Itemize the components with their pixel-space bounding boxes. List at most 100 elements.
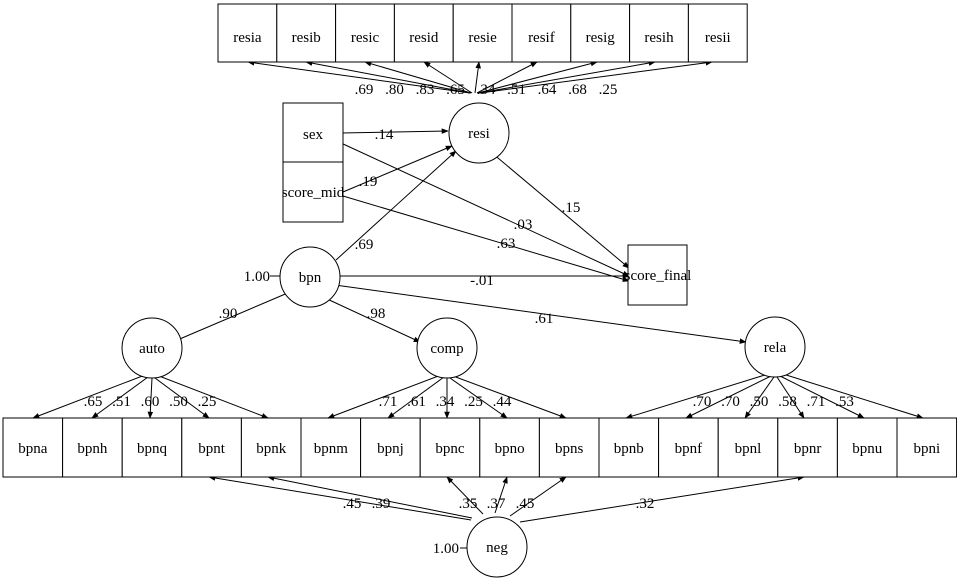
loading-auto-bpnk: .25: [198, 394, 217, 410]
sex-label: sex: [303, 127, 323, 143]
indicator-box-resid: [393, 3, 454, 63]
path-resi-resig: [477, 60, 598, 94]
indicator-label-bpnc: bpnc: [435, 441, 465, 457]
indicator-label-bpns: bpns: [555, 441, 584, 457]
bpn-variance-label: 1.00: [244, 269, 270, 285]
loading-resi-resid: .65: [446, 82, 465, 98]
path-resi-score-final: [491, 152, 630, 269]
path-rela-bpni: [782, 373, 924, 419]
score-final-label: score_final: [625, 268, 692, 284]
indicator-box-bpns: [538, 417, 600, 478]
path-resi-resic: [364, 61, 472, 94]
path-resi-resid: [423, 61, 473, 94]
indicator-box-bpnr: [777, 417, 838, 478]
loading-rela-bpnf: .70: [721, 394, 740, 410]
sex-box: [282, 102, 344, 163]
indicator-label-bpnq: bpnq: [137, 441, 168, 457]
indicator-label-bpni: bpni: [913, 441, 940, 457]
indicator-box-bpnl: [717, 417, 779, 478]
indicator-label-resii: resii: [705, 30, 731, 46]
loading-auto-bpnq: .60: [141, 394, 160, 410]
coef-score-mid-resi: .19: [359, 174, 378, 190]
loading-neg-bpnk: .39: [372, 496, 391, 512]
path-comp-bpns: [452, 375, 567, 419]
loading-comp-bpnm: .71: [379, 394, 398, 410]
indicator-label-bpnt: bpnt: [198, 441, 226, 457]
path-resi-resib: [305, 60, 471, 94]
indicator-box-resib: [276, 3, 337, 63]
indicator-label-resid: resid: [409, 30, 439, 46]
coef-bpn-resi: .69: [355, 237, 374, 253]
path-arrows: [32, 60, 924, 549]
path-resi-resia: [247, 60, 471, 94]
path-rela-bpnb: [625, 373, 769, 419]
indicator-label-resif: resif: [528, 30, 555, 46]
indicator-box-resie: [452, 3, 513, 63]
path-neg-bpnt: [208, 475, 472, 521]
loading-resi-resif: .51: [507, 82, 526, 98]
coef-bpn-rela: .61: [535, 311, 554, 327]
indicator-box-resia: [217, 3, 278, 63]
comp-label: comp: [430, 341, 463, 357]
indicator-label-bpno: bpno: [495, 441, 525, 457]
indicator-label-bpnj: bpnj: [377, 441, 404, 457]
loading-resi-resib: .80: [385, 82, 404, 98]
indicator-box-bpnm: [300, 417, 362, 478]
path-resi-resie: [474, 61, 481, 94]
indicator-box-bpnj: [360, 417, 421, 478]
indicator-label-resie: resie: [468, 30, 497, 46]
path-auto-bpnk: [158, 375, 269, 419]
indicator-box-bpnh: [62, 417, 123, 478]
indicator-label-resia: resia: [233, 30, 262, 46]
neg-loading-labels: .45.39.35.37.45.32: [343, 496, 655, 512]
neg-label: neg: [486, 540, 508, 556]
auto-node: [121, 317, 183, 379]
path-comp-bpno: [449, 377, 508, 419]
coef-score-mid-score-final: .63: [497, 236, 516, 252]
loading-neg-bpnt: .45: [343, 496, 362, 512]
loading-neg-bpnc: .35: [459, 496, 478, 512]
indicator-box-bpno: [479, 417, 540, 478]
rela-label: rela: [764, 340, 787, 356]
path-bpn-resi: [335, 150, 457, 261]
path-sex-score-final: [340, 142, 630, 277]
indicator-box-bpnt: [181, 417, 242, 478]
loading-comp-bpnj: .61: [407, 394, 426, 410]
loading-rela-bpni: .53: [835, 394, 854, 410]
loading-rela-bpnl: .50: [750, 394, 769, 410]
indicator-label-bpnf: bpnf: [675, 441, 703, 457]
loading-resi-resic: .83: [416, 82, 435, 98]
path-rela-bpnr: [776, 376, 805, 419]
path-comp-bpnj: [387, 376, 445, 419]
indicator-label-bpnr: bpnr: [794, 441, 822, 457]
loading-resi-resih: .68: [568, 82, 587, 98]
bpn-label: bpn: [299, 270, 322, 286]
indicator-label-bpnm: bpnm: [314, 441, 349, 457]
resi-loading-labels: .69.80.83.65.34.51.64.68.25: [355, 82, 618, 98]
path-auto-bpnq: [147, 377, 154, 419]
path-bpn-rela: [334, 284, 747, 344]
score-final-box: [627, 244, 688, 306]
neg-variance-label: 1.00: [433, 541, 459, 557]
path-comp-bpnm: [327, 374, 442, 419]
loading-resi-resia: .69: [355, 82, 374, 98]
path-resi-resif: [476, 61, 538, 94]
bpn-node: [279, 246, 341, 308]
score-mid-box: [282, 161, 344, 223]
loading-auto-bpna: .65: [84, 394, 103, 410]
indicator-box-bpna: [2, 417, 64, 478]
comp-node: [416, 317, 478, 379]
indicator-label-bpnl: bpnl: [735, 441, 762, 457]
indicator-label-bpna: bpna: [18, 441, 48, 457]
loading-comp-bpnc: .34: [436, 394, 455, 410]
resi-node: [448, 102, 510, 164]
loading-rela-bpnb: .70: [693, 394, 712, 410]
path-auto-bpnh: [91, 376, 149, 419]
coef-bpn-comp: .98: [367, 306, 386, 322]
path-neg-bpnk: [267, 475, 473, 519]
coef-resi-score-final: .15: [562, 200, 581, 216]
indicator-box-bpnb: [598, 417, 660, 478]
path-bpn-auto: [174, 291, 291, 342]
indicator-label-bpnh: bpnh: [77, 441, 108, 457]
